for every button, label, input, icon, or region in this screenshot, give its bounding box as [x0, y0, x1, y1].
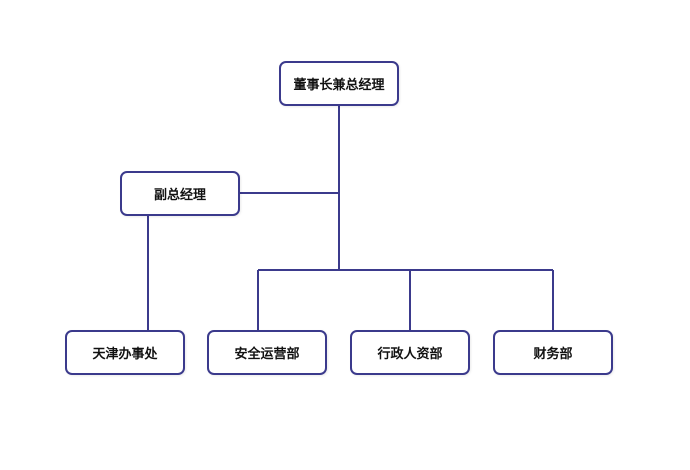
node-chairman-label: 董事长兼总经理	[293, 78, 385, 93]
node-chairman: 董事长兼总经理	[279, 61, 399, 106]
node-tianjin-office: 天津办事处	[65, 330, 185, 375]
node-finance: 财务部	[493, 330, 613, 375]
node-safety-label: 安全运营部	[234, 347, 300, 362]
node-deputy-general-manager: 副总经理	[120, 171, 240, 216]
node-finance-label: 财务部	[533, 347, 573, 362]
node-deputy-label: 副总经理	[153, 188, 206, 203]
node-hr-label: 行政人资部	[377, 347, 443, 362]
node-admin-hr: 行政人资部	[350, 330, 470, 375]
node-safety-operations: 安全运营部	[207, 330, 327, 375]
node-tianjin-label: 天津办事处	[92, 347, 158, 362]
